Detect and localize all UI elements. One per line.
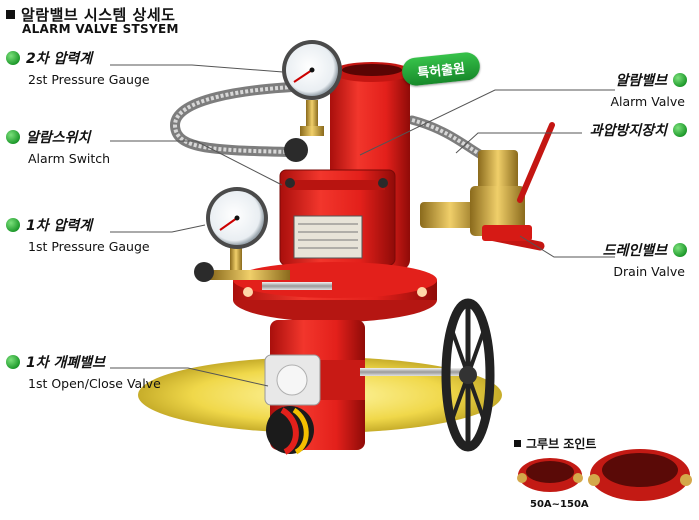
label-alarm-switch: 알람스위치 Alarm Switch — [6, 127, 110, 166]
green-dot-icon — [673, 123, 687, 137]
pressure-gauge-1-illus — [194, 187, 332, 290]
page-subtitle: ALARM VALVE STSYEM — [22, 22, 179, 36]
groove-joint-title: 그루브 조인트 — [514, 435, 596, 452]
green-dot-icon — [6, 130, 20, 144]
green-dot-icon — [6, 355, 20, 369]
groove-size-label: 50A~150A — [530, 499, 589, 510]
green-dot-icon — [6, 218, 20, 232]
bullet-square-icon — [6, 10, 15, 19]
label-alarm-valve: 알람밸브 Alarm Valve — [610, 73, 687, 109]
leader-lines — [110, 64, 615, 387]
pressure-gauge-2-illus — [282, 40, 342, 162]
bullet-square-icon — [514, 440, 521, 447]
green-dot-icon — [673, 73, 687, 87]
label-pressure-gauge-2: 2차 압력계 2st Pressure Gauge — [6, 48, 150, 87]
green-dot-icon — [6, 51, 20, 65]
label-pressure-gauge-1: 1차 압력계 1st Pressure Gauge — [6, 215, 150, 254]
page-title: 알람밸브 시스템 상세도 — [6, 4, 175, 25]
handwheel — [441, 298, 495, 452]
label-overpressure-device: 과압방지장치 — [590, 120, 687, 140]
groove-joint-small — [517, 458, 583, 492]
alarm-switch-nameplate — [293, 215, 363, 259]
handwheel-shaft — [360, 368, 465, 376]
label-open-close-valve: 1차 개폐밸브 1st Open/Close Valve — [6, 352, 161, 391]
green-dot-icon — [673, 243, 687, 257]
groove-joint-large — [588, 449, 692, 501]
drain-valve-illus — [420, 122, 555, 251]
label-drain-valve: 드레인밸브 Drain Valve — [602, 243, 687, 279]
